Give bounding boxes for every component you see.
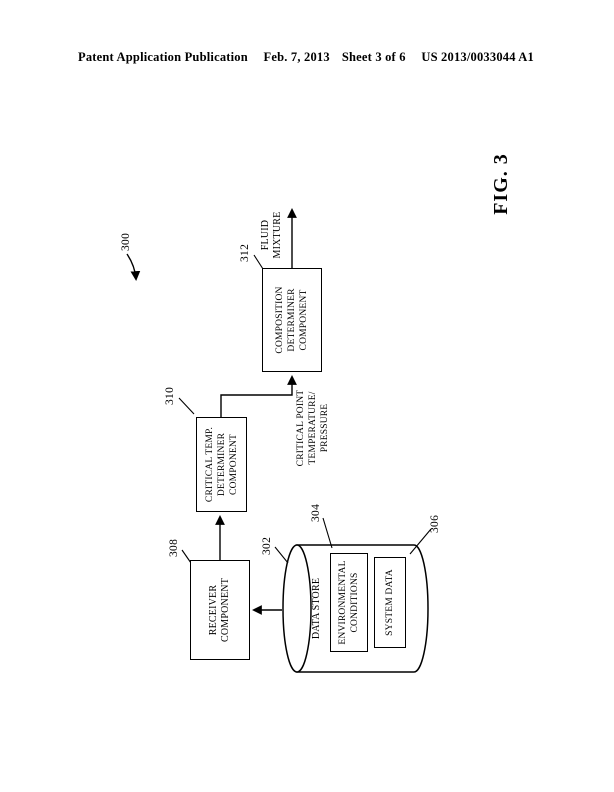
critical-temp-determiner-box: CRITICAL TEMP. DETERMINER COMPONENT [196,417,247,512]
critical-point-line1: CRITICAL POINT [296,389,306,467]
fluid-mixture-label: FLUID MIXTURE [260,203,284,267]
datastore-title: DATA STORE [311,577,322,640]
leader-310 [178,397,195,415]
system-data-box: SYSTEM DATA [374,557,406,648]
header-date: Feb. 7, 2013 [263,50,330,64]
header-publication-number: US 2013/0033044 A1 [421,50,534,64]
ref-312: 312 [239,243,251,262]
figure-3-block-diagram: RECEIVER COMPONENT CRITICAL TEMP. DETERM… [90,137,530,697]
arrow-system-ref-300 [126,253,141,281]
leader-306 [409,528,432,555]
system-data-label: SYSTEM DATA [385,569,395,636]
arrow-critical-to-composition [220,375,297,417]
environmental-conditions-box: ENVIRONMENTAL CONDITIONS [330,553,368,652]
composition-label-line1: COMPOSITION [275,286,285,354]
composition-label-line3: COMPONENT [299,289,309,351]
critical-point-line3: PRESSURE [320,403,330,453]
header-date-sheet: Feb. 7, 2013 Sheet 3 of 6 [258,50,412,65]
composition-label-line2: DETERMINER [287,288,297,352]
leader-302 [274,546,289,564]
figure-caption: FIG. 3 [490,153,512,215]
ref-302: 302 [261,536,273,555]
ref-308: 308 [168,538,180,557]
fluid-mixture-line2: MIXTURE [272,211,283,259]
critical-point-line2: TEMPERATURE/ [308,391,318,465]
critical-point-label: CRITICAL POINT TEMPERATURE/ PRESSURE [295,374,331,482]
page-header: Patent Application Publication Feb. 7, 2… [78,50,534,65]
composition-determiner-box: COMPOSITION DETERMINER COMPONENT [262,268,322,372]
critical-label-line3: COMPONENT [228,434,239,495]
datastore-cylinder-top [282,544,312,673]
receiver-label-line1: RECEIVER [207,584,219,636]
ref-300: 300 [120,232,132,251]
environmental-label-line2: CONDITIONS [350,572,360,633]
header-sheet-number: Sheet 3 of 6 [341,50,406,64]
critical-label-line2: DETERMINER [216,432,227,497]
leader-304 [322,517,333,549]
fluid-mixture-line1: FLUID [260,219,271,251]
ref-306: 306 [429,514,441,533]
ref-310: 310 [164,386,176,405]
leader-308 [181,549,192,564]
header-publication-title: Patent Application Publication [78,50,248,64]
environmental-label-line1: ENVIRONMENTAL [338,560,348,645]
receiver-label-line2: COMPONENT [220,577,231,643]
receiver-component-box: RECEIVER COMPONENT [190,560,250,660]
leader-312 [253,254,264,270]
ref-304: 304 [310,503,322,522]
critical-label-line1: CRITICAL TEMP. [204,426,215,503]
